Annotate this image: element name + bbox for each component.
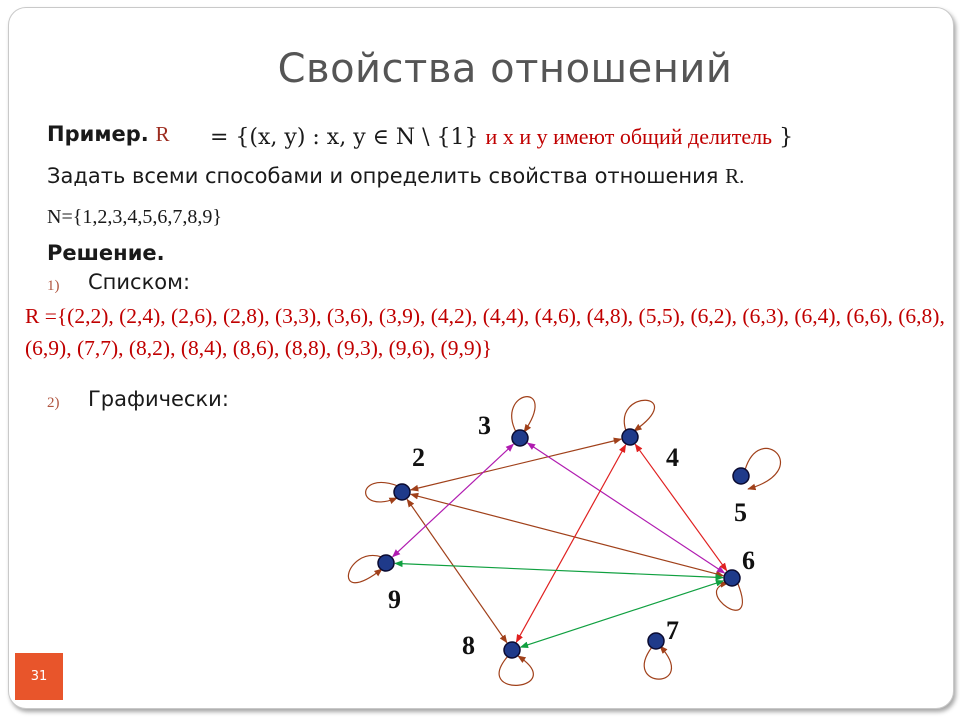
example-label: Пример. [47, 122, 149, 146]
solution-label: Решение. [47, 241, 165, 265]
loop-5 [744, 447, 781, 491]
node-8 [503, 641, 521, 659]
task-symbol: R. [725, 164, 745, 188]
loop-3 [511, 396, 536, 433]
set-definition: N={1,2,3,4,5,6,7,8,9} [47, 206, 222, 228]
formula-math: = {(x, y) : x, y ∈ N \ {1} [210, 125, 479, 150]
relation-list: R ={(2,2), (2,4), (2,6), (2,8), (3,3), (… [25, 300, 945, 364]
node-label-8: 8 [462, 631, 475, 660]
edge-3-6 [526, 442, 726, 574]
node-9 [377, 554, 395, 572]
loop-7 [643, 645, 673, 680]
method-2-number: 2) [47, 395, 60, 411]
relation-symbol: R [155, 122, 170, 146]
loop-2 [365, 481, 399, 504]
node-label-2: 2 [412, 443, 425, 472]
example-line: Пример. R [47, 122, 169, 147]
node-4 [621, 428, 639, 446]
loop-4 [623, 399, 656, 432]
node-label-3: 3 [478, 411, 491, 440]
node-2 [393, 483, 411, 501]
node-label-4: 4 [666, 443, 679, 472]
node-label-5: 5 [734, 498, 747, 527]
relation-formula: = {(x, y) : x, y ∈ N \ {1} и x и y имеют… [210, 124, 793, 150]
edge-2-4 [409, 437, 623, 492]
node-6 [723, 569, 741, 587]
loop-6 [715, 581, 743, 611]
task-line: Задать всеми способами и определить свой… [47, 164, 744, 189]
edge-6-8 [519, 579, 725, 649]
loop-9 [347, 554, 383, 584]
method-2-text: Графически: [88, 387, 229, 411]
edge-3-9 [391, 443, 515, 558]
edge-2-6 [409, 492, 725, 578]
edge-4-6 [634, 443, 728, 572]
slide-number: 31 [15, 653, 63, 700]
method-1-number: 1) [47, 278, 60, 294]
edge-4-8 [515, 444, 627, 643]
formula-close: } [779, 125, 794, 150]
node-label-7: 7 [666, 616, 679, 645]
node-label-9: 9 [388, 585, 401, 614]
slide-title: Свойства отношений [277, 46, 733, 92]
node-3 [511, 429, 529, 447]
node-7 [647, 632, 665, 650]
formula-text: и x и y имеют общий делитель [485, 124, 773, 149]
method-1-text: Списком: [88, 270, 191, 294]
node-5 [732, 467, 750, 485]
node-label-6: 6 [742, 546, 755, 575]
loop-8 [498, 655, 534, 686]
edge-2-8 [406, 498, 508, 644]
edge-6-9 [394, 560, 724, 581]
task-text: Задать всеми способами и определить свой… [47, 164, 719, 188]
